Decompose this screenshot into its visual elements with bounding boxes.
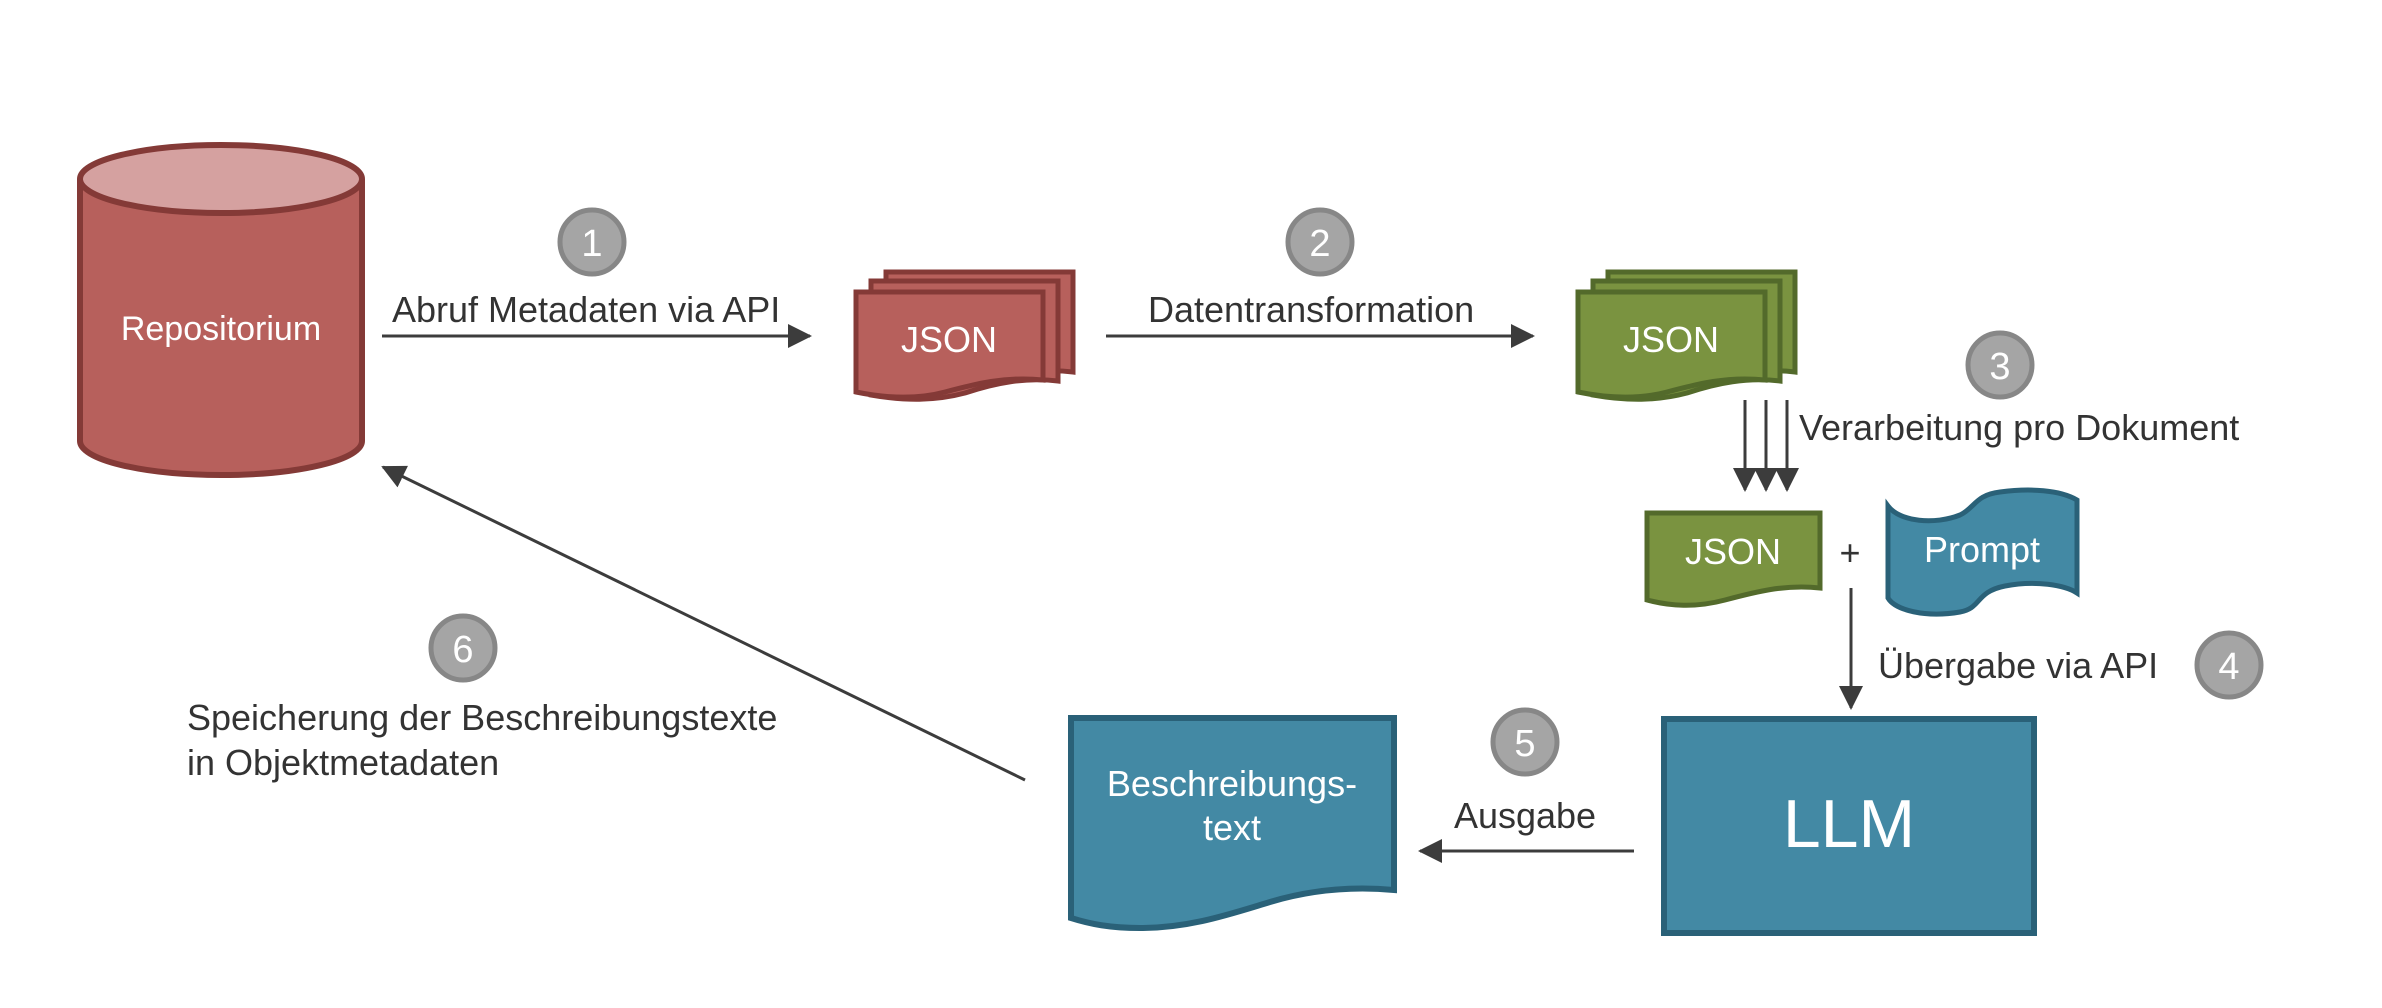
llm-box: LLM [1661,716,2037,936]
prompt-label: Prompt [1924,529,2040,570]
step-number-4: 4 [2218,646,2239,688]
json-single: JSON [1644,510,1823,608]
step-label-6-line1: Speicherung der Beschreibungstexte [187,697,777,738]
plus-sign: + [1839,532,1860,573]
repository-cylinder: Repositorium [77,142,365,478]
step-badge-4 [2194,630,2264,700]
step-number-1: 1 [581,223,602,265]
step-badge-6 [428,613,498,683]
step-1: 1 Abruf Metadaten via API [382,207,812,348]
step-number-6: 6 [452,629,473,671]
step-2: 2 Datentransformation [1106,207,1535,348]
json-transformed-label: JSON [1623,319,1719,360]
llm-label: LLM [1783,786,1915,862]
step-number-5: 5 [1514,723,1535,765]
json-raw-label: JSON [901,319,997,360]
step-label-4: Übergabe via API [1878,645,2158,686]
arrow-store [381,465,1026,782]
step-badge-1 [557,207,627,277]
step-label-1: Abruf Metadaten via API [392,289,780,330]
step-label-5: Ausgabe [1454,795,1596,836]
description-document: Beschreibungs- text [1068,715,1397,932]
json-stack-raw: JSON [853,269,1076,402]
json-single-label: JSON [1685,531,1781,572]
prompt-shape: Prompt [1885,487,2080,617]
repository-label: Repositorium [121,310,321,348]
step-badge-3 [1965,330,2035,400]
step-label-3: Verarbeitung pro Dokument [1799,407,2239,448]
step-4: Übergabe via API 4 [1839,588,2264,710]
json-stack-transformed: JSON [1575,269,1798,402]
step-3: 3 Verarbeitung pro Dokument [1733,330,2239,492]
step-label-6-line2: in Objektmetadaten [187,742,499,783]
step-6: 6 Speicherung der Beschreibungstexte in … [187,465,1026,783]
step-badge-5 [1490,707,1560,777]
step-label-2: Datentransformation [1148,289,1474,330]
step-number-2: 2 [1309,223,1330,265]
description-label-line2: text [1203,807,1261,848]
description-label-line1: Beschreibungs- [1107,763,1357,804]
step-5: 5 Ausgabe [1418,707,1634,863]
step-number-3: 3 [1989,346,2010,388]
step-badge-2 [1285,207,1355,277]
